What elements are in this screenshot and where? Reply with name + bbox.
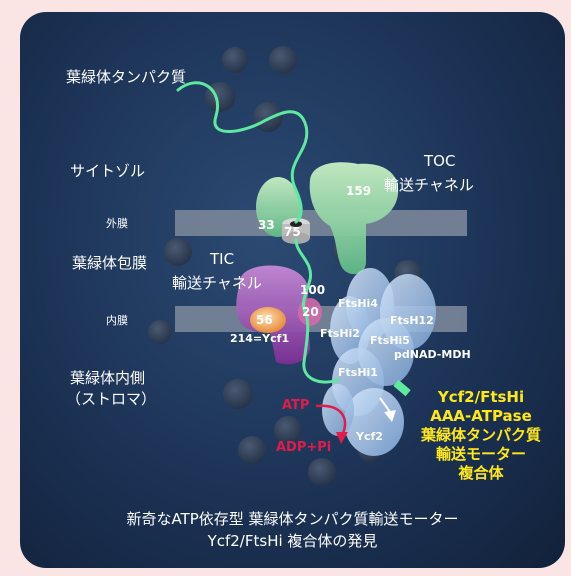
- toc33-label: 33: [258, 218, 275, 232]
- ftshi2-label: FtsHi2: [320, 327, 360, 340]
- tic56-label: 56: [256, 313, 273, 327]
- motor-complex: [322, 268, 436, 456]
- inner-membrane-label: 内膜: [106, 314, 128, 327]
- translocation-arrow: [379, 379, 411, 422]
- cytosol-label: サイトゾル: [70, 162, 146, 180]
- complex-label-line3: 葉緑体タンパク質: [420, 426, 541, 444]
- diagram-graphics: [148, 46, 467, 486]
- peptide-chain: [176, 81, 340, 384]
- tic20-label: 20: [302, 305, 319, 319]
- complex-label-line2: AAA-ATPase: [430, 407, 532, 425]
- atp-hydrolysis-arrow: [315, 404, 348, 444]
- toc-complex: [256, 162, 399, 275]
- tic214-label: 214=Ycf1: [230, 332, 290, 345]
- toc75-label: 75: [284, 225, 301, 239]
- adp-label: ADP+Pi: [276, 440, 332, 455]
- stroma-label-line2: （ストロマ）: [66, 390, 157, 408]
- envelope-label: 葉緑体包膜: [72, 254, 148, 272]
- outer-membrane-label: 外膜: [106, 217, 128, 230]
- ftshi1-label: FtsHi1: [338, 366, 378, 379]
- ftsh12-label: FtsH12: [390, 314, 434, 327]
- tic-label-line1: TIC: [210, 250, 235, 268]
- toc159-label: 159: [346, 184, 372, 198]
- ftshi4-label: FtsHi4: [338, 297, 378, 310]
- complex-name-label: Ycf2/FtsHi AAA-ATPase 葉緑体タンパク質 輸送モーター 複合…: [406, 388, 556, 483]
- toc-label-line1: TOC: [424, 152, 456, 170]
- pdnad-label: pdNAD-MDH: [394, 348, 471, 361]
- ftshi5-label: FtsHi5: [370, 334, 410, 347]
- tic-label-line2: 輸送チャネル: [172, 274, 262, 292]
- complex-label-line5: 複合体: [458, 464, 504, 482]
- caption-line1: 新奇なATP依存型 葉緑体タンパク質輸送モーター: [126, 510, 459, 528]
- ycf2-label: Ycf2: [356, 430, 383, 443]
- caption-line2: Ycf2/FtsHi 複合体の発見: [207, 532, 378, 550]
- chloroplast-protein-label: 葉緑体タンパク質: [66, 68, 187, 86]
- diagram-panel: 葉緑体タンパク質 サイトゾル 外膜 葉緑体包膜 内膜 葉緑体内側 （ストロマ） …: [20, 12, 565, 568]
- tic100-label: 100: [300, 283, 326, 297]
- toc-label-line2: 輸送チャネル: [384, 176, 474, 194]
- stroma-label-line1: 葉緑体内側: [70, 369, 146, 387]
- complex-label-line1: Ycf2/FtsHi: [437, 388, 525, 406]
- atp-label: ATP: [282, 398, 310, 413]
- complex-label-line4: 輸送モーター: [435, 445, 526, 463]
